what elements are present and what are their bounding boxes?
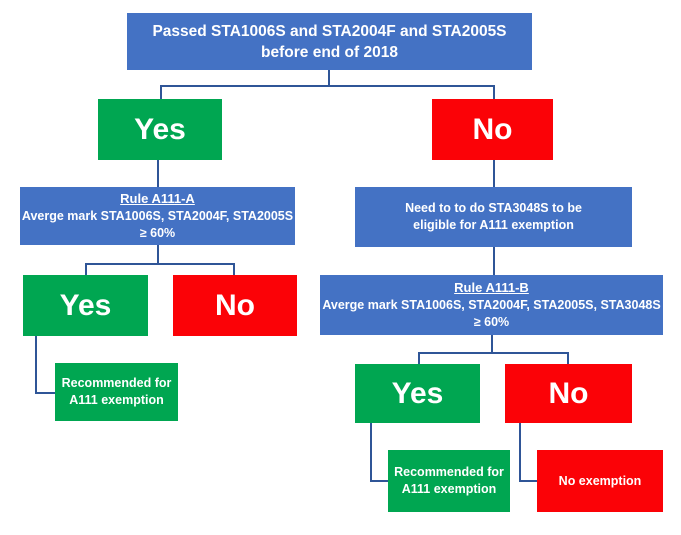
- connector-no2-right-drop: [567, 352, 569, 364]
- connector-yes1-to-rule-a: [157, 160, 159, 187]
- connector-no1-drop: [493, 85, 495, 99]
- no-exemption-node-label: No exemption: [558, 473, 642, 488]
- yes-node-level2-left-label: Yes: [59, 288, 112, 322]
- yes-node-level2-left: Yes: [23, 275, 148, 336]
- connector-level2-right-crossbar: [418, 352, 569, 354]
- recommended-node-right-label: Recommended for A111 exemption: [394, 465, 504, 496]
- connector-level2-left-crossbar: [85, 263, 235, 265]
- rule-a111-a-threshold: ≥ 60%: [139, 226, 176, 240]
- connector-yes2-right-drop: [418, 352, 420, 364]
- yes-node-level2-right: Yes: [355, 364, 480, 423]
- connector-yes2-right-elbow-h: [370, 480, 388, 482]
- no-node-level2-right: No: [505, 364, 632, 423]
- connector-yes2-right-elbow-v: [370, 423, 372, 482]
- connector-root-stem: [328, 70, 330, 85]
- need-sta3048s-node: Need to to do STA3048S to be eligible fo…: [355, 187, 632, 247]
- connector-yes2-left-elbow-h: [35, 392, 55, 394]
- recommended-node-left-label: Recommended for A111 exemption: [61, 376, 172, 407]
- yes-node-level1: Yes: [98, 99, 222, 160]
- connector-yes1-drop: [160, 85, 162, 99]
- recommended-node-left: Recommended for A111 exemption: [55, 363, 178, 421]
- connector-no1-to-need: [493, 160, 495, 187]
- no-node-level2-left-label: No: [215, 288, 255, 322]
- connector-rule-b-stem: [491, 335, 493, 353]
- rule-a111-b-heading: Rule A111-B: [454, 280, 529, 295]
- connector-need-to-rule-b: [493, 247, 495, 275]
- root-node-label: Passed STA1006S and STA2004F and STA2005…: [152, 22, 507, 61]
- no-node-level2-left: No: [173, 275, 297, 336]
- connector-yes2-left-drop: [85, 263, 87, 275]
- rule-a111-a-criteria: Averge mark STA1006S, STA2004F, STA2005S: [21, 209, 294, 223]
- connector-no2-left-drop: [233, 263, 235, 275]
- yes-node-level1-label: Yes: [134, 112, 186, 146]
- rule-a111-a-node: Rule A111-A Averge mark STA1006S, STA200…: [20, 187, 295, 245]
- connector-no2-right-elbow-v: [519, 423, 521, 482]
- connector-rule-a-stem: [157, 245, 159, 263]
- rule-a111-b-threshold: ≥ 60%: [473, 315, 510, 329]
- no-node-level1: No: [432, 99, 553, 160]
- no-node-level2-right-label: No: [548, 376, 589, 410]
- connector-yes2-left-elbow-v: [35, 336, 37, 394]
- recommended-node-right: Recommended for A111 exemption: [388, 450, 510, 512]
- no-exemption-node: No exemption: [537, 450, 663, 512]
- rule-a111-b-node: Rule A111-B Averge mark STA1006S, STA200…: [320, 275, 663, 335]
- need-sta3048s-label: Need to to do STA3048S to be eligible fo…: [405, 201, 582, 232]
- no-node-level1-label: No: [472, 112, 513, 146]
- rule-a111-b-criteria: Averge mark STA1006S, STA2004F, STA2005S…: [322, 298, 661, 312]
- connector-level1-crossbar: [160, 85, 494, 87]
- yes-node-level2-right-label: Yes: [391, 376, 444, 410]
- connector-no2-right-elbow-h: [519, 480, 537, 482]
- rule-a111-a-heading: Rule A111-A: [120, 191, 195, 206]
- root-node: Passed STA1006S and STA2004F and STA2005…: [127, 13, 532, 70]
